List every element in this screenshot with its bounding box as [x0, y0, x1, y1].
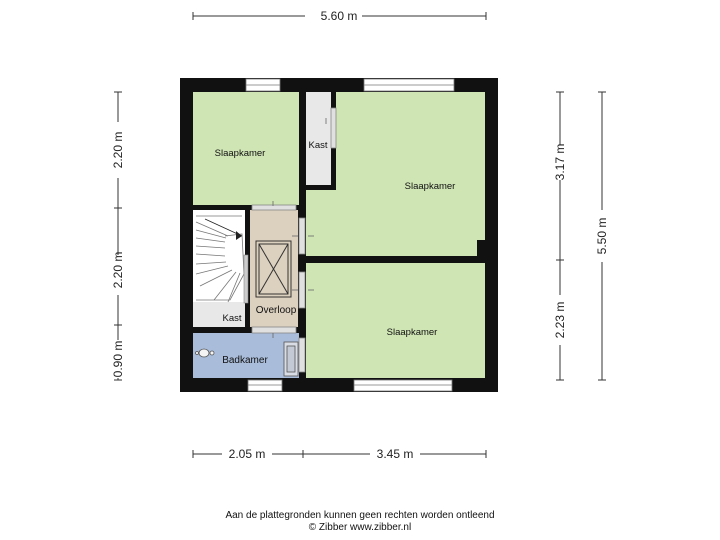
door-openings [251, 107, 337, 373]
bath-fixture [283, 341, 299, 377]
dimension-bottom-left: 2.05 m [229, 447, 266, 461]
dimension-top-width: 5.60 m [321, 9, 358, 23]
dimension-right-lower: 2.23 m [553, 302, 567, 339]
dimension-bottom-right: 3.45 m [377, 447, 414, 461]
footer-disclaimer: Aan de plattegronden kunnen geen rechten… [225, 510, 495, 521]
dimension-left-lower: 0.90 m [111, 341, 125, 378]
dimension-lines [114, 12, 606, 458]
dimension-right-upper: 3.17 m [553, 144, 567, 181]
dimension-left-upper: 2.20 m [111, 132, 125, 169]
label-kast-bottom: Kast [222, 313, 241, 324]
windows [245, 78, 455, 392]
room-slaapkamer-right [306, 92, 485, 256]
staircase-icon [195, 215, 245, 303]
room-badkamer [193, 333, 299, 378]
label-slaapkamer-right: Slaapkamer [405, 181, 456, 192]
wall-column [477, 240, 485, 256]
label-kast-top: Kast [308, 140, 327, 151]
label-overloop: Overloop [256, 305, 297, 316]
room-slaapkamer-top-left [193, 92, 299, 205]
room-slaapkamer-bottom-right [306, 263, 485, 378]
label-slaapkamer-top-left: Slaapkamer [215, 148, 266, 159]
door-ticks [272, 118, 327, 338]
stair-railing [243, 254, 249, 304]
footer-copyright: © Zibber www.zibber.nl [308, 522, 412, 533]
room-kast-top [306, 92, 331, 185]
dimension-left-middle: 2.20 m [111, 252, 125, 289]
room-kast-bottom [193, 302, 245, 327]
label-slaapkamer-bottom-right: Slaapkamer [387, 327, 438, 338]
dimension-right-total: 5.50 m [595, 218, 609, 255]
label-badkamer: Badkamer [222, 355, 268, 366]
attic-hatch-icon [255, 240, 292, 298]
sink-icon [195, 348, 215, 358]
